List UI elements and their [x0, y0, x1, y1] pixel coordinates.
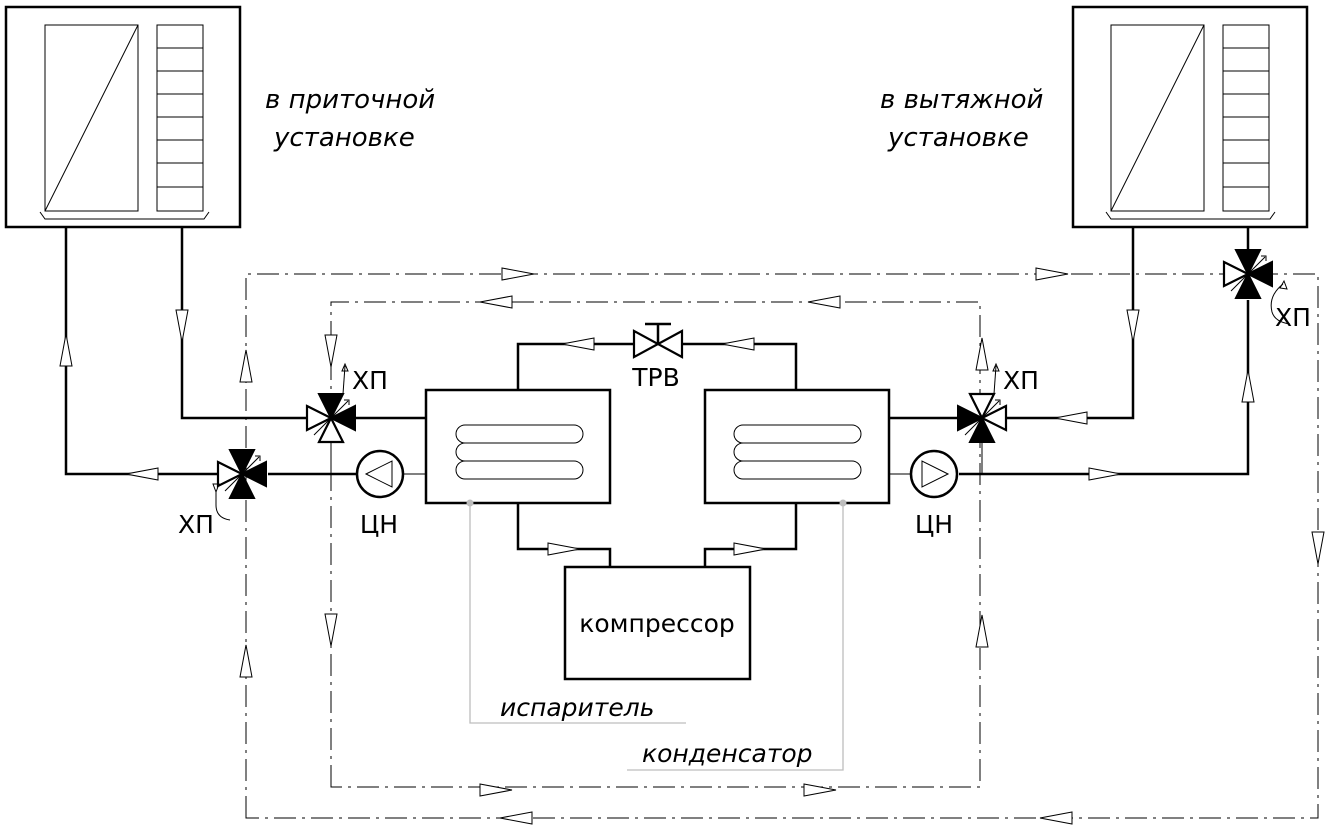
valve-left-upper-label: ХП	[352, 366, 388, 395]
exhaust-air-unit	[1071, 5, 1309, 229]
valve-right-upper-label: ХП	[1275, 303, 1311, 332]
valve-left-lower-label: ХП	[178, 510, 214, 539]
supply-unit-label-line1: в приточной	[265, 85, 435, 115]
expansion-valve	[632, 322, 684, 359]
control-loops	[245, 273, 1319, 819]
exhaust-unit-label-line2: установке	[887, 123, 1029, 153]
flow-arrows	[59, 267, 1325, 825]
evaporator-label: испаритель	[500, 693, 654, 722]
pump-right	[909, 449, 959, 499]
three-way-valve-right-middle	[957, 362, 1008, 443]
evaporator	[424, 388, 612, 505]
exhaust-unit-label-line1: в вытяжной	[880, 85, 1043, 115]
supply-unit-label-line2: установке	[273, 123, 415, 153]
pump-right-label: ЦН	[915, 510, 953, 539]
compressor: компрессор	[563, 565, 752, 681]
supply-side-piping	[64, 227, 426, 476]
expansion-valve-label: ТРВ	[631, 363, 680, 392]
compressor-label: компрессор	[579, 609, 735, 638]
valve-right-middle-label: ХП	[1003, 366, 1039, 395]
condenser	[703, 388, 891, 505]
leader-lines	[466, 499, 847, 771]
three-way-valve-right-upper	[1222, 249, 1291, 325]
condenser-label: конденсатор	[642, 739, 813, 768]
pump-left	[355, 449, 405, 499]
three-way-valve-left-lower	[212, 449, 267, 521]
pump-left-label: ЦН	[360, 510, 398, 539]
supply-air-unit	[4, 5, 242, 229]
three-way-valve-left-upper	[305, 362, 356, 444]
exhaust-side-piping	[888, 227, 1250, 476]
